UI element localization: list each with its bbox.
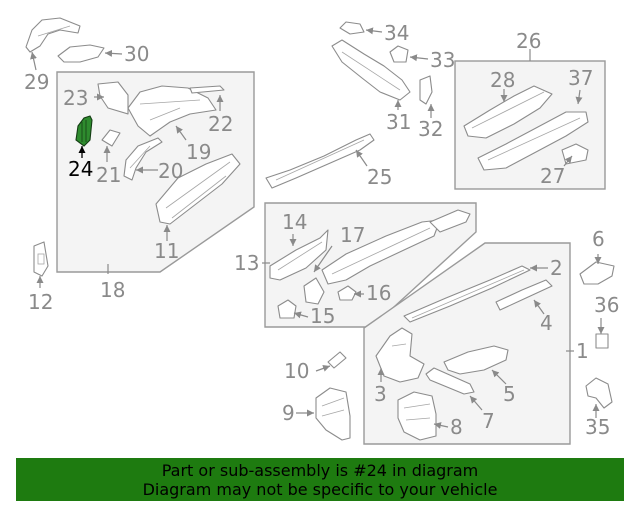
callout-1: 1	[576, 339, 589, 363]
callout-12: 12	[28, 290, 53, 314]
part-20	[123, 137, 163, 181]
part-25	[265, 133, 375, 189]
callout-24: 24	[68, 157, 93, 181]
callout-7: 7	[482, 409, 495, 433]
callout-33: 33	[430, 48, 455, 72]
part-10	[327, 351, 347, 369]
notice-line-2: Diagram may not be specific to your vehi…	[142, 480, 498, 499]
callout-25: 25	[367, 165, 392, 189]
callout-2: 2	[550, 256, 563, 280]
part-19	[127, 85, 217, 137]
callout-8: 8	[450, 415, 463, 439]
part-11	[155, 153, 241, 225]
part-9	[315, 387, 351, 441]
leader-lines	[30, 27, 605, 429]
callout-9: 9	[282, 401, 295, 425]
part-36	[595, 333, 609, 349]
part-28	[463, 85, 553, 139]
callout-18: 18	[100, 278, 125, 302]
part-33	[389, 45, 409, 63]
part-13-rail	[429, 209, 471, 233]
part-21	[101, 129, 121, 147]
part-22	[189, 85, 225, 94]
part-30	[57, 44, 105, 63]
callout-17: 17	[340, 223, 365, 247]
part-34	[339, 21, 365, 35]
callout-23: 23	[63, 86, 88, 110]
part-7	[425, 367, 475, 395]
part-17	[321, 219, 441, 285]
part-6	[579, 261, 615, 285]
callout-6: 6	[592, 227, 605, 251]
callout-5: 5	[503, 382, 516, 406]
callout-22: 22	[208, 112, 233, 136]
callout-29: 29	[24, 70, 49, 94]
part-32	[419, 75, 433, 105]
part-3	[375, 327, 425, 383]
part-8	[397, 391, 437, 441]
callout-37: 37	[568, 66, 593, 90]
callout-13: 13	[234, 251, 259, 275]
callout-16: 16	[366, 281, 391, 305]
callout-28: 28	[490, 68, 515, 92]
callout-19: 19	[186, 140, 211, 164]
callout-11: 11	[154, 239, 179, 263]
part-17-bracket	[303, 277, 325, 305]
callout-30: 30	[124, 42, 149, 66]
callout-32: 32	[418, 117, 443, 141]
callout-35: 35	[585, 415, 610, 439]
part-4	[495, 279, 553, 311]
notice-banner: Part or sub-assembly is #24 in diagram D…	[16, 458, 624, 501]
part-5	[443, 345, 509, 375]
part-35	[585, 377, 613, 409]
callout-4: 4	[540, 311, 553, 335]
part-29	[25, 17, 81, 53]
callout-3: 3	[374, 382, 387, 406]
part-24	[75, 115, 93, 147]
part-14	[269, 229, 329, 281]
callout-14: 14	[282, 210, 307, 234]
callout-10: 10	[284, 359, 309, 383]
callout-31: 31	[386, 110, 411, 134]
callout-26: 26	[516, 29, 541, 53]
callout-36: 36	[594, 293, 619, 317]
part-12	[33, 241, 49, 277]
notice-line-1: Part or sub-assembly is #24 in diagram	[161, 461, 479, 480]
callout-20: 20	[158, 159, 183, 183]
callout-15: 15	[310, 304, 335, 328]
callout-21: 21	[96, 163, 121, 187]
callout-34: 34	[384, 21, 409, 45]
part-37	[477, 111, 589, 171]
part-31	[331, 39, 411, 101]
callout-27: 27	[540, 164, 565, 188]
group-box-18	[56, 71, 255, 273]
